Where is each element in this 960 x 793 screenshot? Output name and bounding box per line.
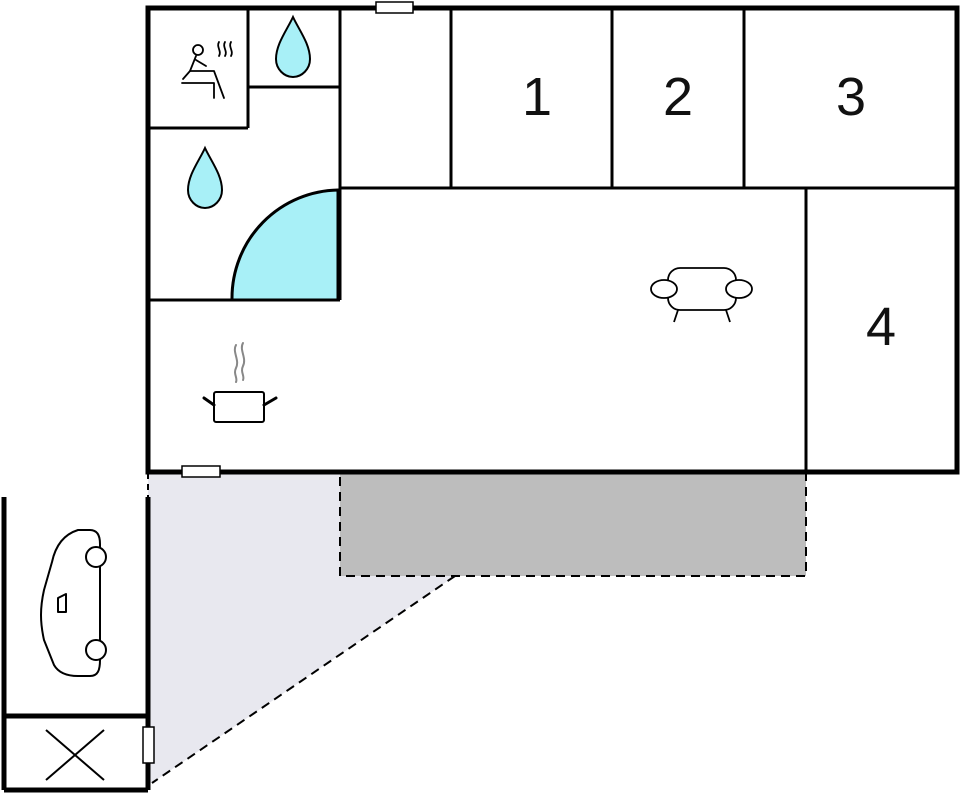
- sofa-icon: [650, 267, 753, 323]
- window-bottom: [181, 465, 221, 478]
- room-label-3: 3: [836, 67, 866, 127]
- storage-cross-icon: [45, 729, 105, 781]
- room-label-2: 2: [663, 67, 693, 127]
- terrace-edge: [151, 575, 456, 784]
- window-top: [375, 1, 414, 14]
- room-label-1: 1: [522, 67, 552, 127]
- shower-icon: [230, 188, 340, 302]
- water-drop-icon: [186, 145, 224, 210]
- house-outline: [145, 5, 960, 475]
- covered-terrace: [339, 472, 807, 577]
- car-icon: [40, 529, 107, 677]
- interior-walls: [148, 8, 957, 472]
- carport-walls: [1, 497, 151, 793]
- room-label-4: 4: [866, 297, 896, 357]
- window-storage: [142, 726, 155, 764]
- sauna-icon: [181, 41, 233, 99]
- water-drop-icon: [274, 14, 312, 79]
- cooking-pot-icon: [202, 342, 278, 423]
- terrace-light-area: [148, 473, 455, 783]
